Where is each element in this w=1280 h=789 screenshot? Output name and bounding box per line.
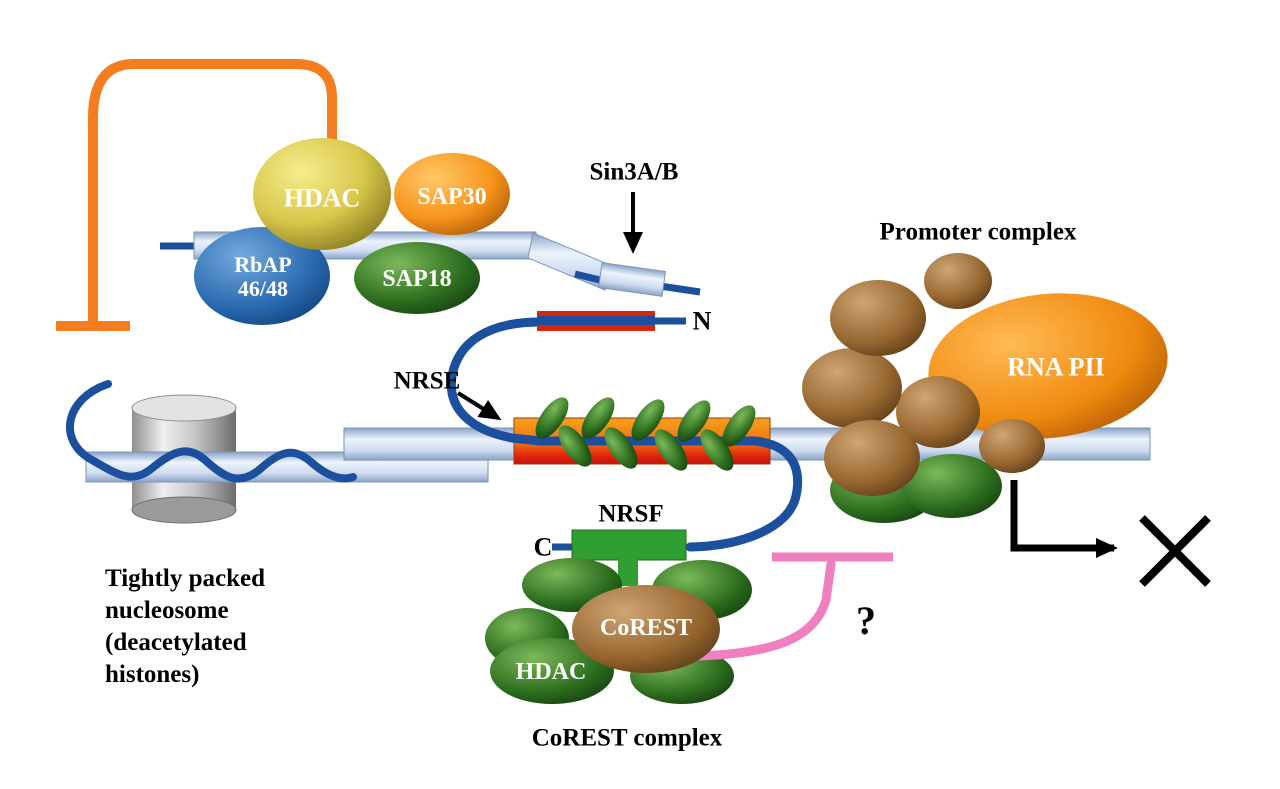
rbap-sphere	[194, 227, 330, 325]
promoter-green-sphere	[902, 454, 1002, 518]
dna-stub-right	[659, 282, 701, 296]
zinc-fingers	[535, 397, 756, 471]
corest-hdac-sphere	[490, 638, 614, 704]
promoter-brown-sphere	[802, 348, 902, 428]
promoter-brown-sphere	[824, 420, 920, 496]
zinc-finger-icon	[654, 429, 688, 471]
corest-complex-group	[485, 529, 893, 704]
sap18-sphere	[354, 242, 480, 314]
wrapped-dna-strand	[65, 380, 357, 483]
zinc-finger-icon	[722, 405, 756, 447]
zinc-finger-icon	[604, 427, 638, 469]
n-terminus-blue-stripe	[537, 316, 655, 325]
promoter-brown-sphere	[979, 419, 1045, 473]
nucleosome-bottom	[131, 496, 237, 524]
corest-sphere	[572, 585, 720, 673]
sap30-sphere	[394, 153, 510, 235]
nrse-arrow	[456, 391, 502, 421]
inhibition-line-orange	[88, 59, 337, 322]
zinc-finger-icon	[700, 429, 734, 471]
nucleosome-top	[131, 394, 237, 422]
zinc-finger-icon	[558, 425, 592, 467]
zinc-finger-icon	[535, 397, 569, 439]
sin3-complex	[56, 59, 701, 331]
blocked-x-icon	[1139, 515, 1211, 587]
promoter-brown-sphere	[924, 253, 992, 309]
sin3-target-dna-box	[598, 262, 667, 297]
blocked-transcription	[1010, 480, 1211, 587]
n-terminus-segment	[537, 311, 686, 331]
promoter-complex-group	[802, 253, 1168, 523]
inhibition-line-pink	[695, 559, 836, 661]
zinc-finger-icon	[581, 397, 615, 439]
promoter-brown-sphere	[830, 280, 926, 356]
nrsf-protein-backbone	[446, 317, 803, 552]
promoter-brown-sphere	[896, 376, 980, 448]
nrsf-stem	[618, 558, 638, 586]
rna-pii-sphere	[928, 293, 1168, 439]
hdac-sphere	[253, 138, 391, 250]
transcription-arrow	[1010, 480, 1118, 558]
nrsf-box	[571, 529, 687, 561]
zinc-finger-icon	[631, 399, 665, 441]
zinc-finger-icon	[677, 400, 711, 442]
